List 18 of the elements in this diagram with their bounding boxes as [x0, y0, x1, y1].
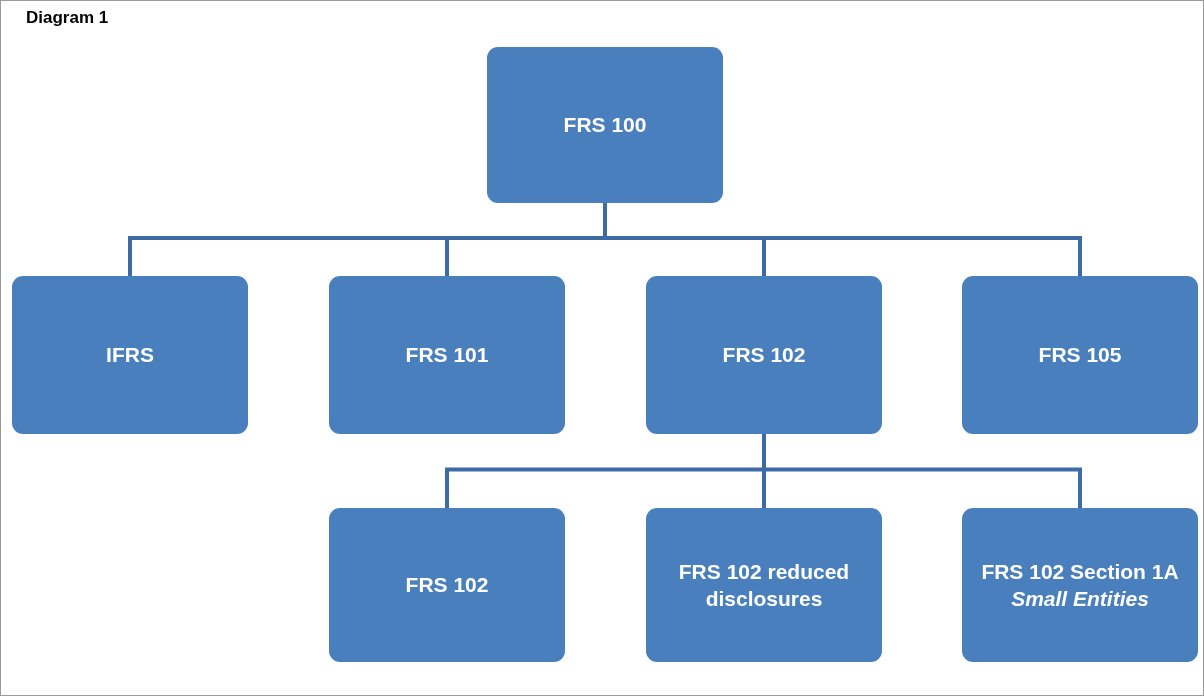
- standard-box: [329, 276, 565, 434]
- box-label: FRS 102 reduced disclosures: [677, 558, 851, 612]
- connector-line: [603, 203, 1082, 276]
- standard-box: [646, 508, 882, 662]
- box-label: FRS 102: [722, 342, 806, 369]
- box-label: IFRS: [106, 342, 154, 369]
- standard-box: [12, 276, 248, 434]
- box-label: FRS 105: [1038, 342, 1122, 369]
- box-label: FRS 102: [405, 572, 489, 599]
- box-label: FRS 102 Section 1A Small Entities: [980, 558, 1180, 612]
- standard-box: [487, 47, 723, 203]
- standard-box: [329, 508, 565, 662]
- standard-box: [962, 276, 1198, 434]
- box-label: FRS 100: [563, 112, 647, 139]
- box-label: FRS 101: [405, 342, 489, 369]
- diagram-title: Diagram 1: [26, 8, 109, 28]
- standard-box: [962, 508, 1198, 662]
- standard-box: [646, 276, 882, 434]
